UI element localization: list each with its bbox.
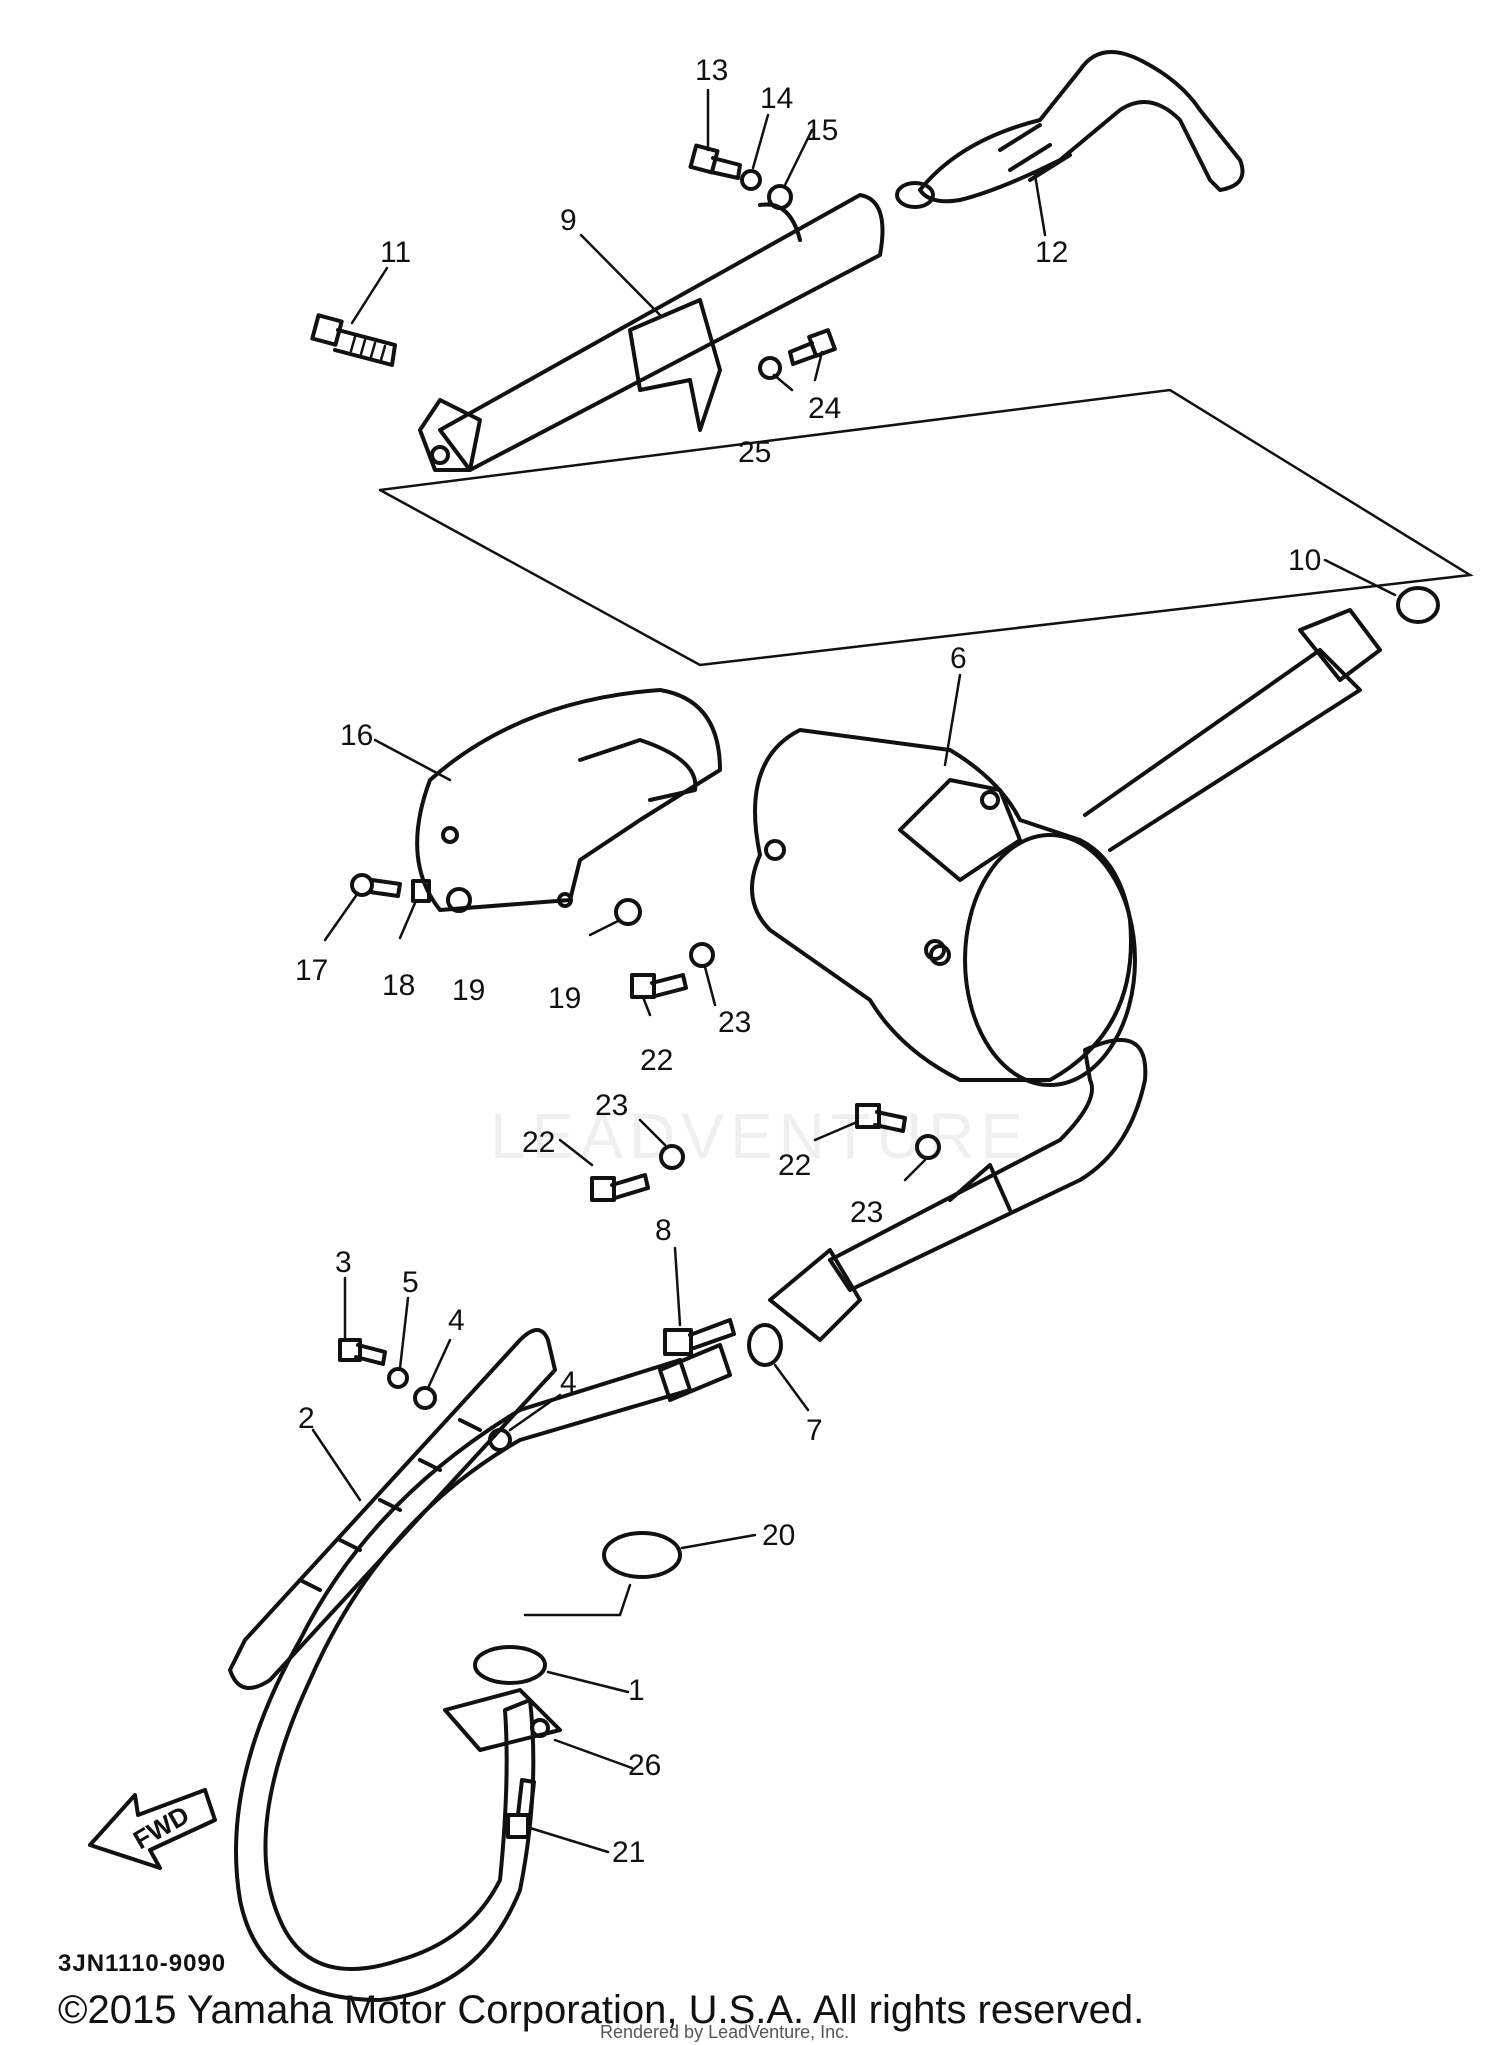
washer-15 bbox=[767, 184, 793, 210]
gasket-20 bbox=[602, 1531, 682, 1579]
nut-muffler bbox=[924, 939, 946, 961]
callout-12: 12 bbox=[1035, 236, 1068, 269]
callout-22-right: 22 bbox=[778, 1149, 811, 1182]
callout-4-upper: 4 bbox=[448, 1304, 465, 1337]
callout-1: 1 bbox=[628, 1674, 645, 1707]
bolt-13-hardware bbox=[688, 143, 742, 180]
bolt-22-right bbox=[855, 1103, 907, 1133]
washer-5 bbox=[387, 1367, 409, 1389]
callout-20: 20 bbox=[762, 1519, 795, 1552]
callout-16: 16 bbox=[340, 719, 373, 752]
gasket-20-guide bbox=[523, 1583, 632, 1617]
washer-25 bbox=[758, 356, 782, 380]
copyright-notice: ©2015 Yamaha Motor Corporation, U.S.A. A… bbox=[58, 1988, 1145, 2032]
clamp-8 bbox=[663, 1318, 736, 1356]
exhaust-pipe-part bbox=[234, 1248, 862, 2002]
bolt-24-hardware bbox=[788, 328, 837, 366]
callout-3: 3 bbox=[335, 1246, 352, 1279]
tail-pipe-part bbox=[895, 50, 1245, 209]
callout-2: 2 bbox=[298, 1402, 315, 1435]
washer-23-middle bbox=[659, 1144, 685, 1170]
washer-4-upper bbox=[413, 1386, 437, 1410]
callout-4-lower: 4 bbox=[560, 1366, 577, 1399]
collar-18 bbox=[411, 879, 431, 903]
callout-5: 5 bbox=[402, 1266, 419, 1299]
callout-9: 9 bbox=[560, 204, 577, 237]
bolt-17-hardware bbox=[350, 873, 402, 898]
heat-shield-16 bbox=[415, 688, 722, 912]
callout-25: 25 bbox=[738, 436, 771, 469]
callout-26: 26 bbox=[628, 1749, 661, 1782]
bolt-3-hardware bbox=[338, 1338, 387, 1366]
bolt-11-hardware bbox=[310, 313, 397, 367]
washer-19-right bbox=[614, 898, 642, 926]
washer-19-left bbox=[446, 887, 472, 913]
muffler-inlet-pipe bbox=[1083, 586, 1440, 852]
callout-10: 10 bbox=[1288, 544, 1321, 577]
callout-19-right: 19 bbox=[548, 982, 581, 1015]
muffler-outlet-pipe bbox=[828, 1038, 1148, 1292]
callout-17: 17 bbox=[295, 954, 328, 987]
bolt-22-middle bbox=[590, 1173, 650, 1202]
callout-11: 11 bbox=[380, 236, 411, 269]
washer-14 bbox=[740, 169, 762, 191]
callout-14: 14 bbox=[760, 82, 793, 115]
assembly-guide-lines bbox=[378, 388, 1474, 667]
washer-4-lower bbox=[488, 1428, 512, 1452]
callout-13: 13 bbox=[695, 54, 728, 87]
bolt-22-upper bbox=[630, 973, 688, 999]
callout-18: 18 bbox=[382, 969, 415, 1002]
watermark: LEADVENTURE bbox=[490, 1100, 1029, 1172]
callout-8: 8 bbox=[655, 1214, 672, 1247]
rendered-by-notice: Rendered by LeadVenture, Inc. bbox=[600, 2022, 850, 2042]
callout-19-left: 19 bbox=[452, 974, 485, 1007]
callout-7: 7 bbox=[806, 1414, 823, 1447]
muffler-part bbox=[750, 728, 1137, 1087]
flange-1 bbox=[443, 1645, 562, 1752]
diagram-code: 3JN1110-9090 bbox=[58, 1950, 227, 1977]
callout-22-middle: 22 bbox=[522, 1126, 555, 1159]
callout-22-upper: 22 bbox=[640, 1044, 673, 1077]
callout-23-middle: 23 bbox=[595, 1089, 628, 1122]
leader-lines bbox=[311, 88, 1397, 1854]
bolt-21-hardware bbox=[506, 1778, 536, 1839]
washer-23-upper bbox=[689, 942, 715, 968]
callout-6: 6 bbox=[950, 642, 967, 675]
callout-21: 21 bbox=[612, 1836, 645, 1869]
fwd-arrow-icon: FWD bbox=[88, 1788, 217, 1870]
stud-26 bbox=[530, 1718, 550, 1738]
callout-15: 15 bbox=[805, 114, 838, 147]
spark-arrester-part bbox=[418, 193, 885, 472]
gasket-7 bbox=[747, 1323, 783, 1367]
callout-23-upper: 23 bbox=[718, 1006, 751, 1039]
callout-23-right: 23 bbox=[850, 1196, 883, 1229]
protector-2 bbox=[228, 1328, 557, 1690]
washer-23-right bbox=[915, 1134, 941, 1160]
callout-24: 24 bbox=[808, 392, 841, 425]
gasket-10 bbox=[1396, 586, 1440, 624]
